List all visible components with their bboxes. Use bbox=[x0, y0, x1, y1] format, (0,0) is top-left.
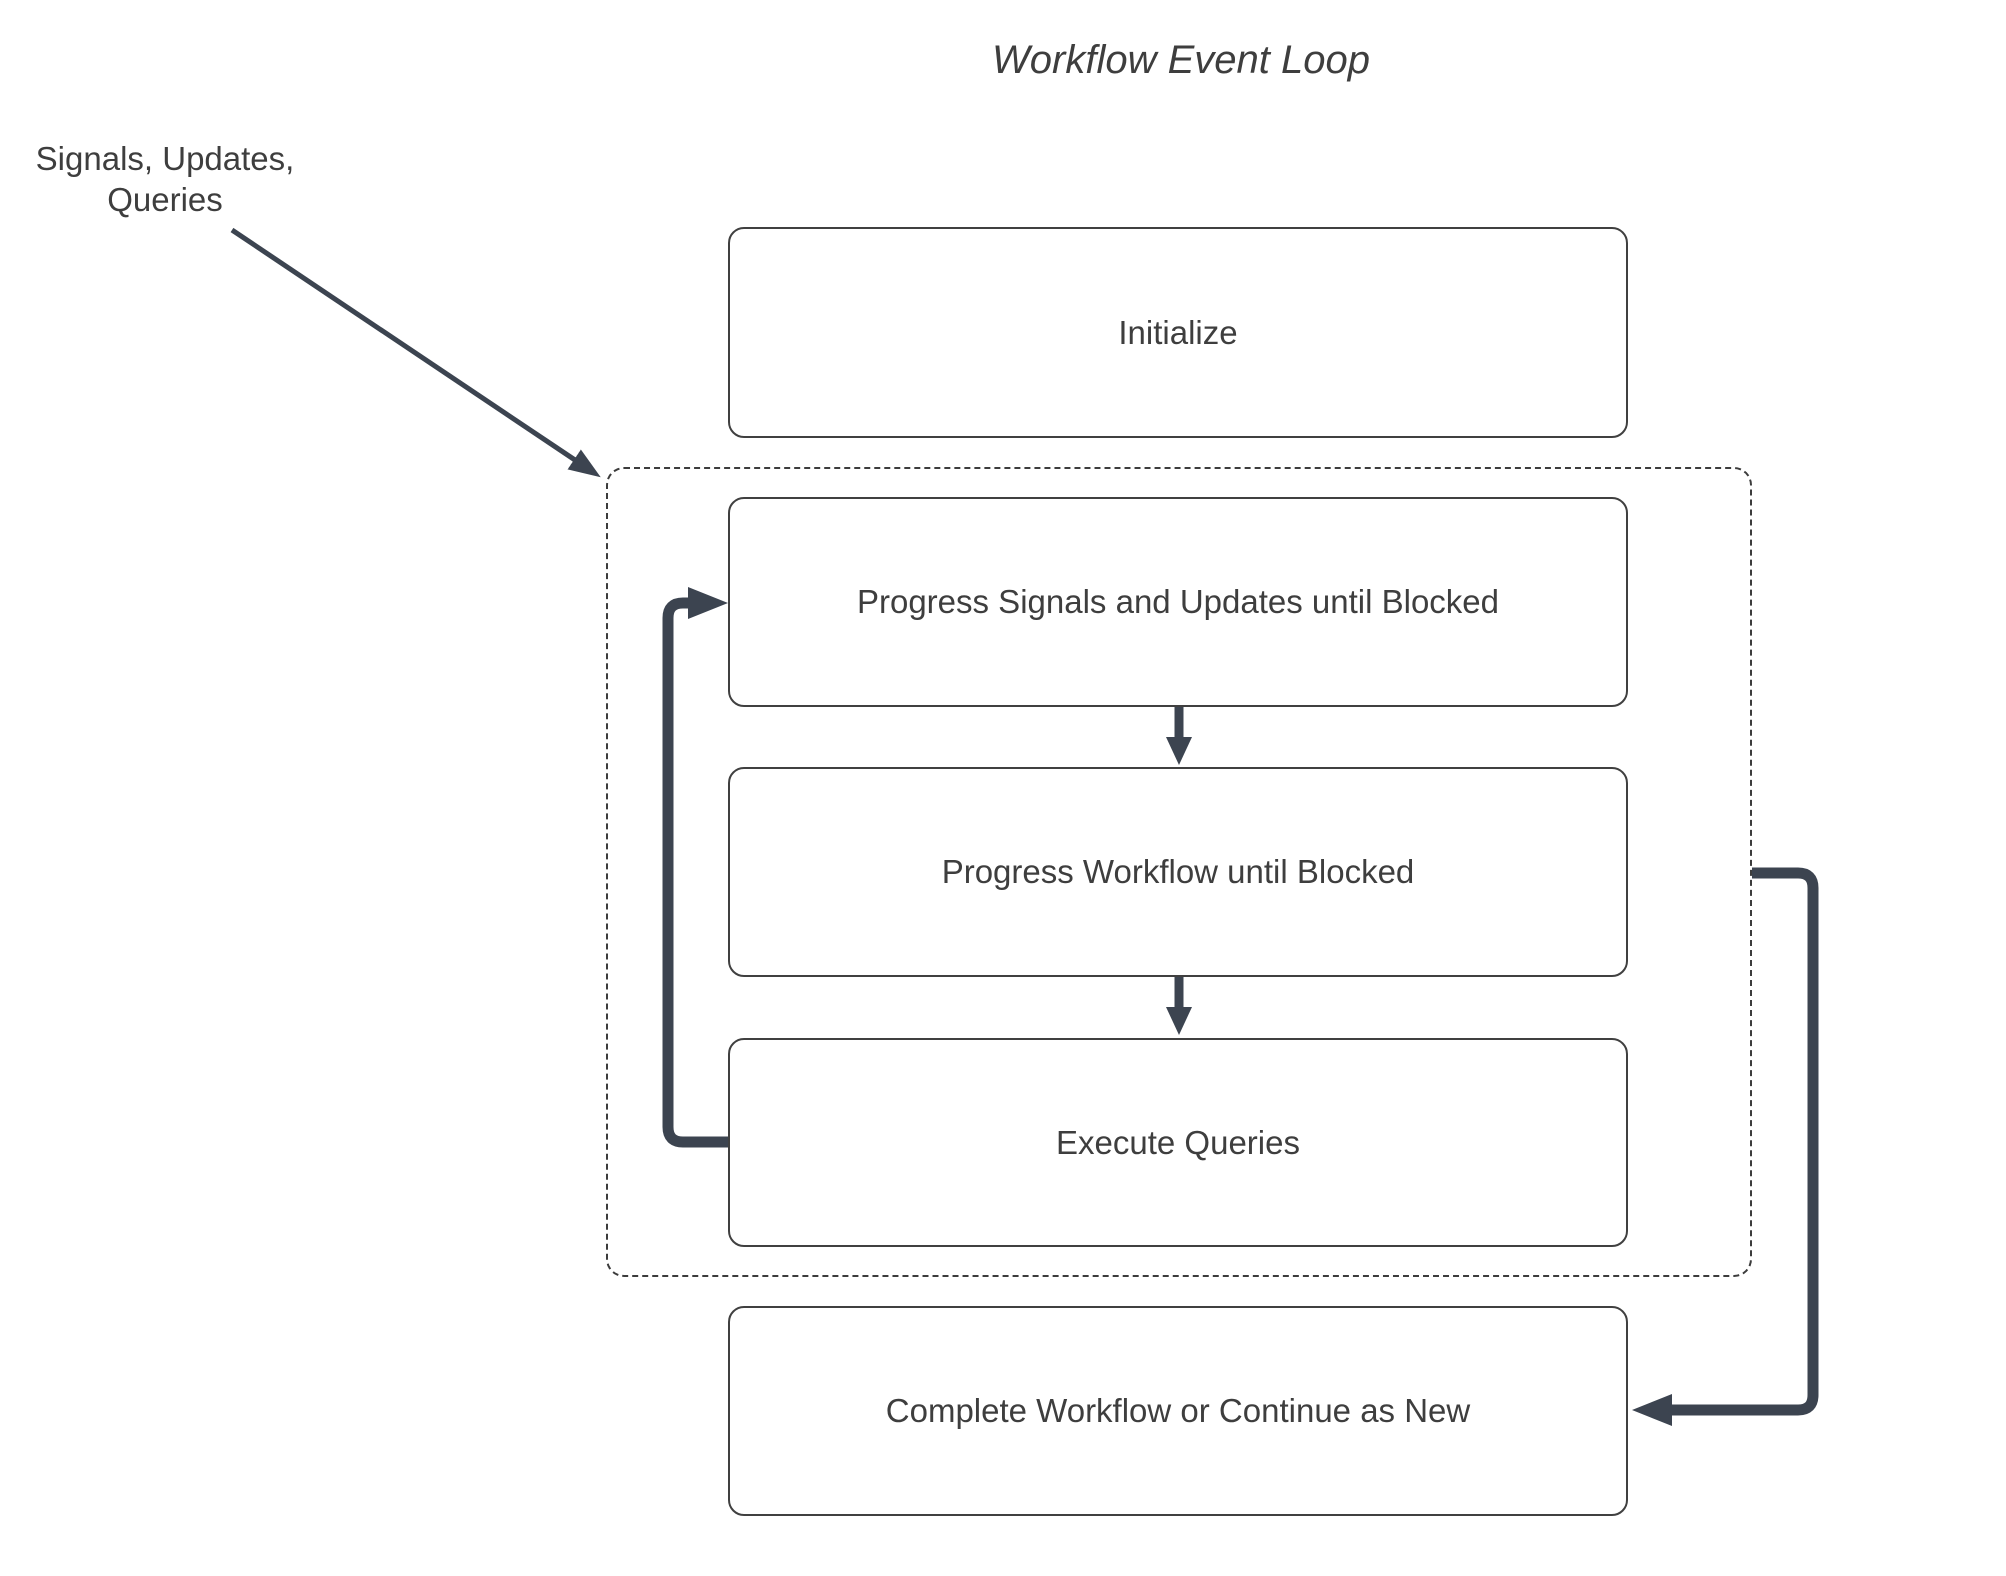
external-inputs-label-line2: Queries bbox=[107, 181, 223, 218]
external-inputs-label-line1: Signals, Updates, bbox=[35, 140, 295, 177]
node-complete-workflow: Complete Workflow or Continue as New bbox=[728, 1306, 1628, 1516]
node-progress-workflow: Progress Workflow until Blocked bbox=[728, 767, 1628, 977]
signals-input-arrow bbox=[230, 227, 601, 478]
loop-to-complete-arrow bbox=[1632, 867, 1819, 1426]
queries-loop-back-arrow bbox=[662, 587, 728, 1148]
event-loop-dashed-container bbox=[606, 467, 1752, 1277]
node-execute-queries: Execute Queries bbox=[728, 1038, 1628, 1247]
diagram-title: Workflow Event Loop bbox=[992, 38, 1370, 82]
node-progress-signals-updates: Progress Signals and Updates until Block… bbox=[728, 497, 1628, 707]
external-inputs-label: Signals, Updates, Queries bbox=[25, 138, 305, 220]
node-initialize: Initialize bbox=[728, 227, 1628, 438]
